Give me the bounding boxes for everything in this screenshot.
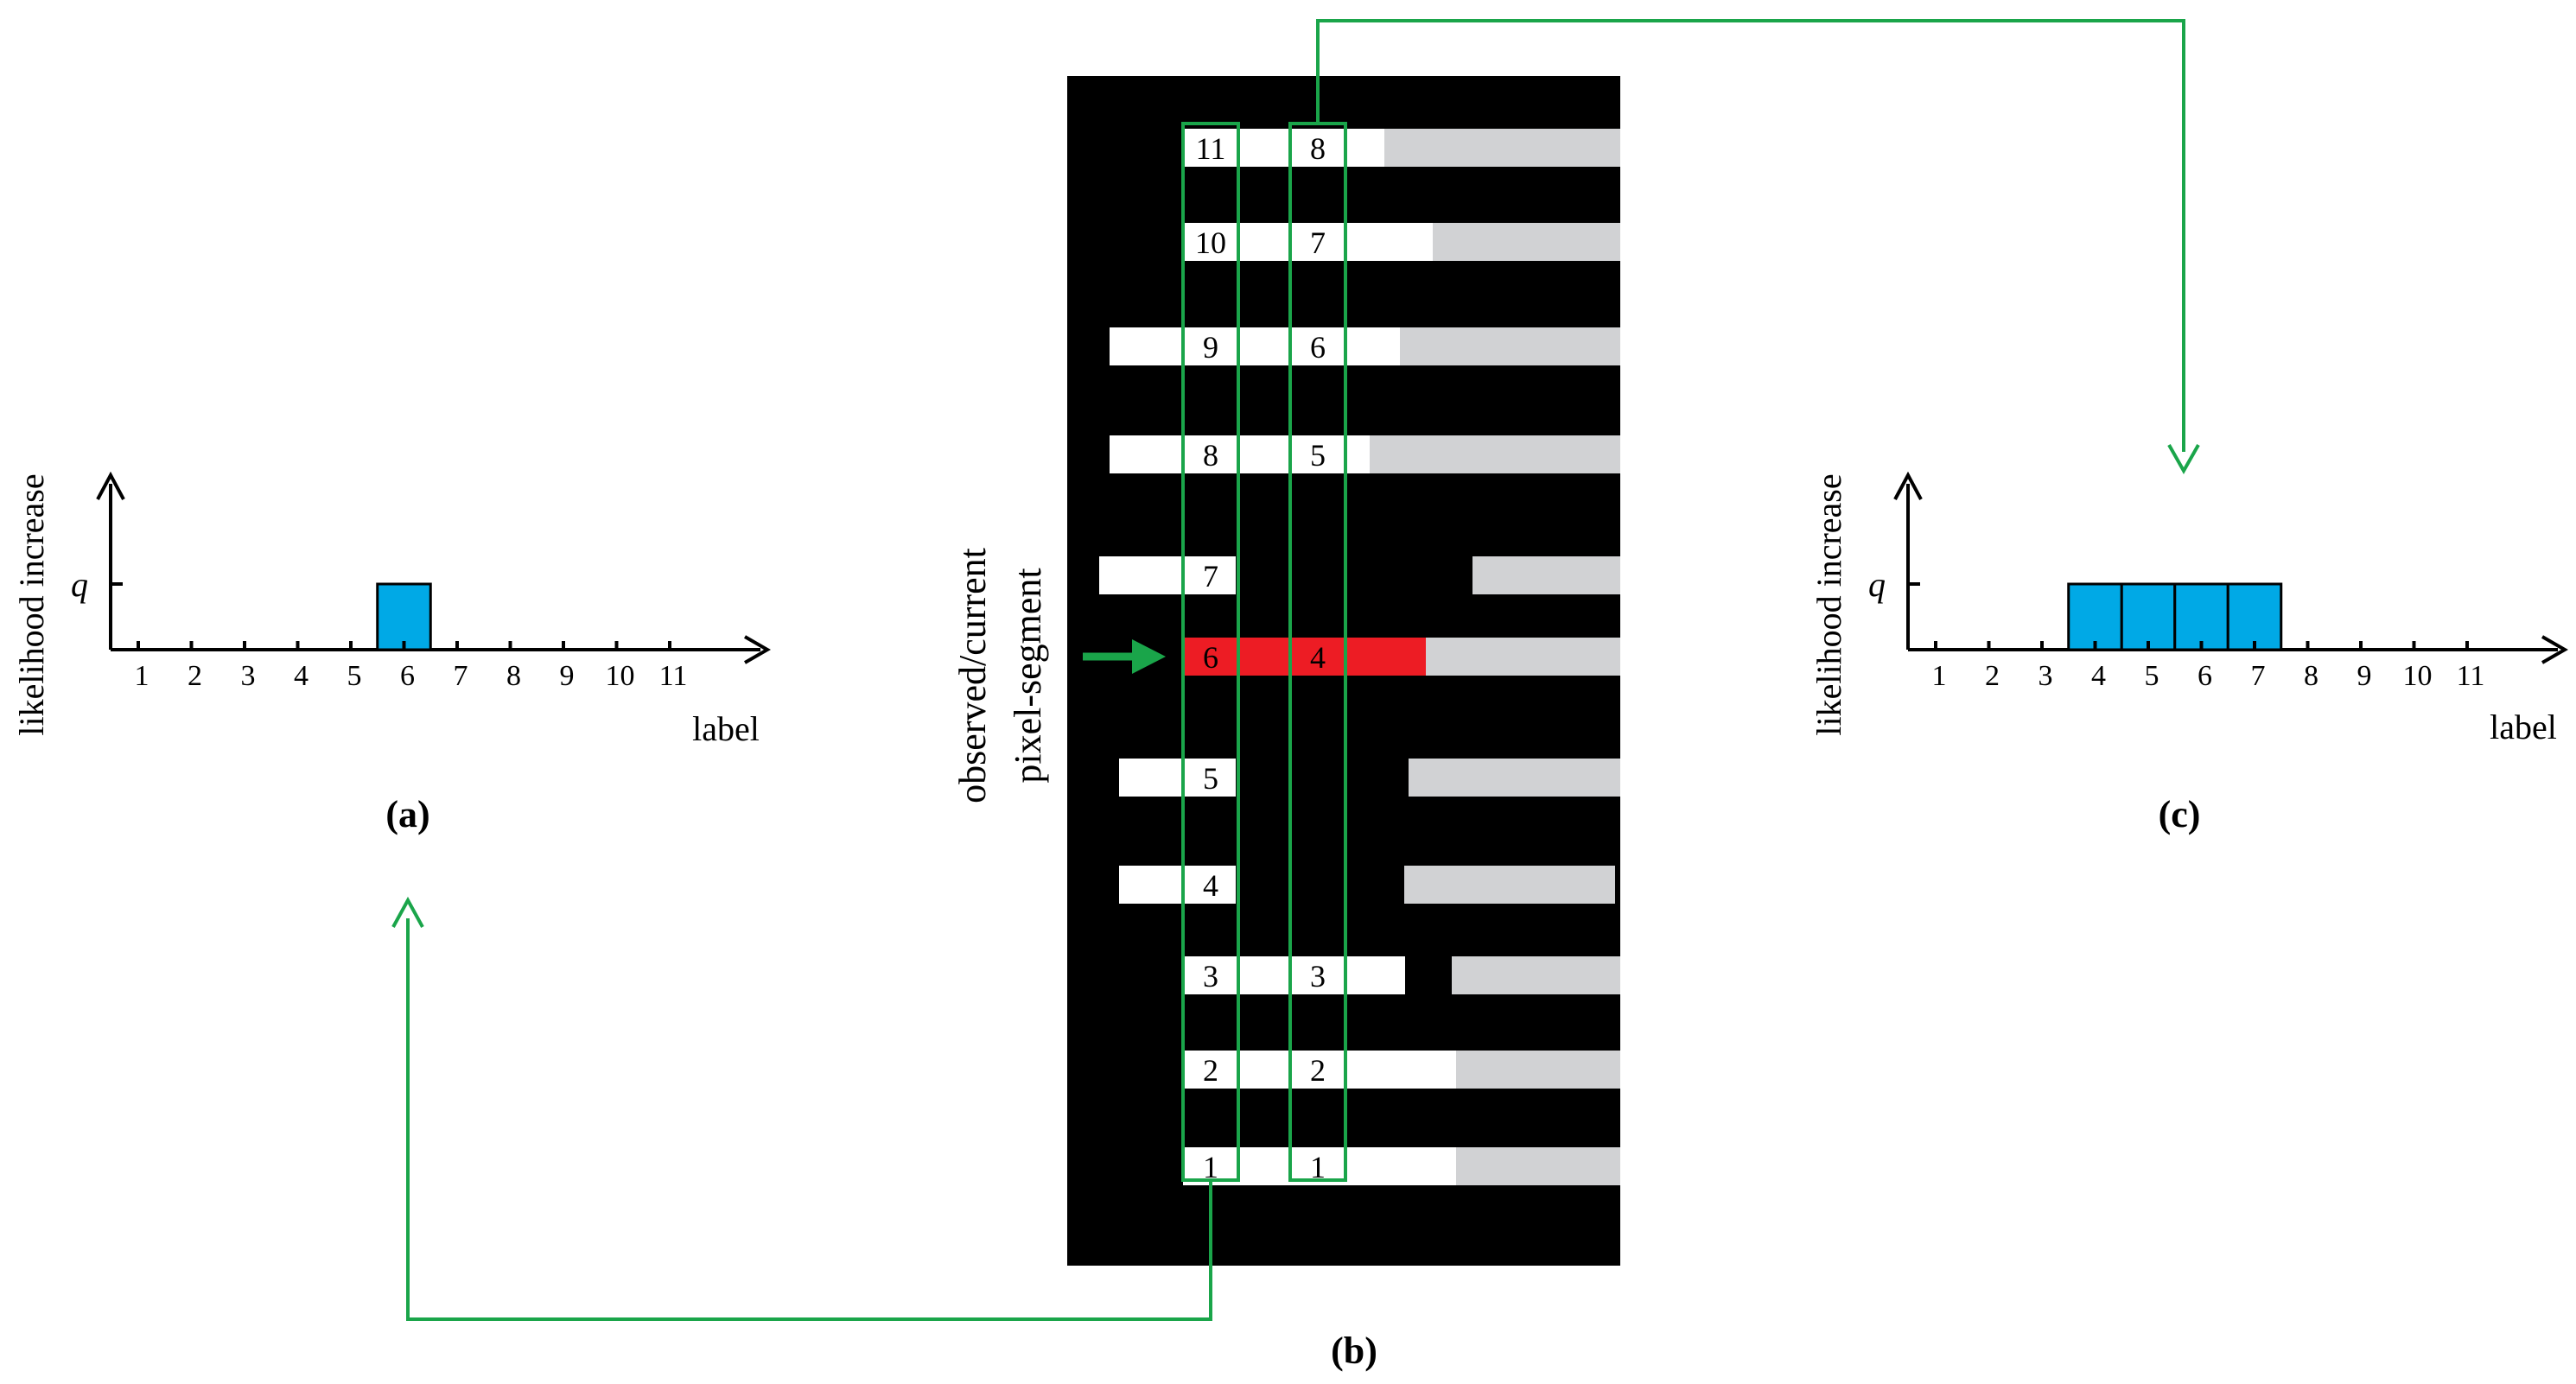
panel-a-x-axis	[111, 635, 772, 664]
likelihood-bar-label-6	[376, 582, 432, 651]
segment-label-col-1: 6	[1203, 640, 1218, 675]
panel-a-y-axis-label: likelihood increase	[12, 473, 51, 735]
segment-label-col-1: 1	[1203, 1150, 1218, 1184]
x-tick-label: 8	[506, 660, 521, 692]
current-segment-arrow	[1083, 639, 1166, 674]
segment-label-col-1: 5	[1203, 761, 1218, 796]
segment-label-col-1: 3	[1203, 959, 1218, 994]
segment-label-col-2: 7	[1310, 225, 1326, 260]
segment-label-col-2: 5	[1310, 438, 1326, 473]
panel-c-q-label: q	[1868, 565, 1886, 604]
connector-to-panel-a	[391, 896, 1212, 1321]
x-tick-label: 7	[2251, 660, 2266, 692]
panel-a-caption: (a)	[385, 793, 429, 835]
segment-label-col-2: 8	[1310, 131, 1326, 166]
panel-c-y-axis	[1893, 471, 1923, 650]
x-tick-label: 9	[2357, 660, 2372, 692]
x-tick-label: 4	[2091, 660, 2106, 692]
background-segment	[1404, 866, 1615, 904]
x-tick-label: 1	[1932, 660, 1947, 692]
segment-label-col-2: 2	[1310, 1053, 1326, 1088]
likelihood-bar-label-6	[2173, 582, 2229, 651]
panel-c-y-axis-label: likelihood increase	[1810, 473, 1848, 735]
segment-label-col-1: 2	[1203, 1053, 1218, 1088]
x-tick-label: 10	[606, 660, 635, 692]
panel-a: q likelihood increase label 1 2 3 4 5 6 7 8 9 10 1…	[12, 471, 772, 835]
background-segment	[1409, 759, 1620, 797]
background-segment	[1452, 956, 1620, 994]
side-label-line-1: observed/current	[951, 548, 994, 803]
x-tick-label: 3	[2039, 660, 2053, 692]
background-segment	[1456, 1147, 1620, 1185]
x-tick-label: 8	[2304, 660, 2318, 692]
segment-label-col-1: 7	[1203, 559, 1218, 594]
segment-label-col-1: 9	[1203, 330, 1218, 365]
panel-a-y-axis	[96, 471, 125, 650]
pixel-segment	[1183, 1051, 1456, 1089]
background-segment	[1433, 223, 1620, 261]
background-segment	[1472, 556, 1620, 594]
likelihood-bar-label-5	[2120, 582, 2177, 651]
segment-label-col-1: 11	[1196, 131, 1226, 166]
segment-label-col-1: 4	[1203, 868, 1218, 903]
panel-c-x-axis-label: label	[2490, 708, 2557, 746]
current-pixel-segment	[1183, 638, 1426, 676]
connector-to-panel-c	[1316, 19, 2200, 475]
pixel-segment	[1183, 223, 1433, 261]
likelihood-bar-label-4	[2067, 582, 2123, 651]
background-segment	[1426, 638, 1620, 676]
panel-b-caption: (b)	[1331, 1330, 1377, 1372]
x-tick-label: 4	[294, 660, 308, 692]
pixel-segment	[1110, 327, 1400, 365]
x-tick-label: 10	[2403, 660, 2433, 692]
segment-label-col-2: 4	[1310, 640, 1326, 675]
pixel-segment	[1099, 556, 1236, 594]
x-tick-label: 3	[241, 660, 256, 692]
segment-label-col-2: 6	[1310, 330, 1326, 365]
panel-c: q likelihood increase label 1 2 3 4 5 6 7 8 9 10 1…	[1810, 471, 2569, 835]
panel-a-x-axis-label: label	[692, 709, 760, 748]
segment-label-col-2: 3	[1310, 959, 1326, 994]
side-label-line-2: pixel-segment	[1007, 568, 1049, 783]
x-tick-label: 6	[2198, 660, 2212, 692]
pixel-segment	[1119, 866, 1236, 904]
x-tick-label: 9	[560, 660, 575, 692]
segment-label-col-1: 10	[1195, 225, 1226, 260]
x-tick-label: 1	[135, 660, 149, 692]
x-tick-label: 11	[659, 660, 688, 692]
x-tick-label: 2	[1985, 660, 2000, 692]
segment-label-col-2: 1	[1310, 1150, 1326, 1184]
panel-a-q-label: q	[71, 565, 88, 604]
background-segment	[1456, 1051, 1620, 1089]
x-tick-label: 11	[2457, 660, 2485, 692]
likelihood-bar-label-7	[2226, 582, 2283, 651]
x-tick-label: 5	[2145, 660, 2159, 692]
side-label: observed/current pixel-segment	[951, 548, 1049, 803]
x-tick-label: 6	[400, 660, 415, 692]
background-segment	[1384, 129, 1620, 167]
background-segment	[1370, 435, 1620, 473]
x-tick-label: 5	[347, 660, 362, 692]
pixel-segment	[1183, 129, 1384, 167]
segment-label-col-1: 8	[1203, 438, 1218, 473]
x-tick-label: 2	[188, 660, 202, 692]
x-tick-label: 7	[454, 660, 468, 692]
pixel-segment	[1183, 956, 1405, 994]
panel-c-caption: (c)	[2159, 793, 2201, 835]
pixel-segment	[1119, 759, 1236, 797]
background-segment	[1400, 327, 1620, 365]
